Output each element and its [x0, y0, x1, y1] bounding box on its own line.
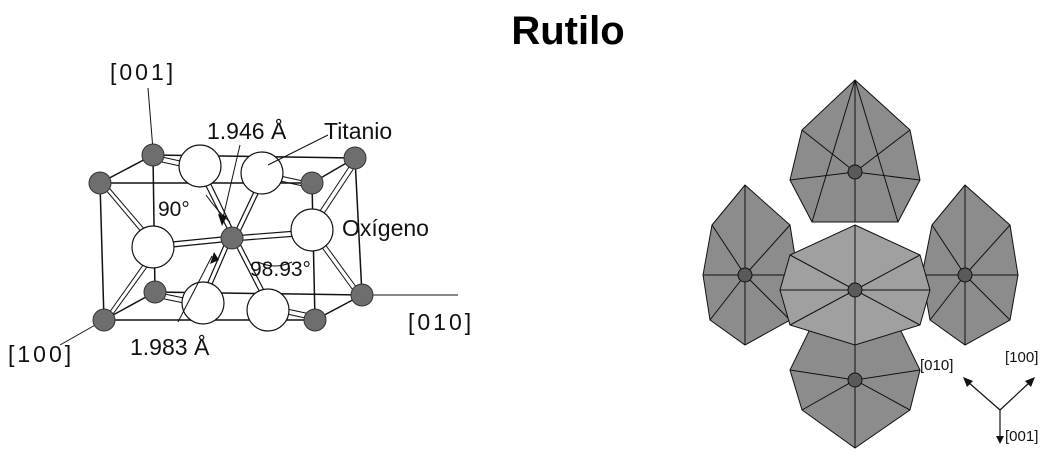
axis-001-label: [001] [110, 59, 176, 85]
bond-length-1983: 1.983 Å [130, 333, 210, 360]
titanium-atoms [88, 143, 374, 332]
octahedra-axis-labels: [010] [100] [001] [920, 349, 1038, 445]
axis-010-label: [010] [408, 309, 474, 335]
axis-010-small-label: [010] [920, 357, 953, 374]
oxygen-label: Oxígeno [342, 215, 429, 241]
titanium-label: Titanio [324, 118, 392, 144]
figure-title: Rutilo [511, 9, 624, 53]
axis-100-label: [100] [8, 341, 74, 367]
unit-cell-labels: [001] 1.946 Å Titanio 90° Oxígeno 98.93°… [8, 59, 474, 367]
axis-001-small-label: [001] [1005, 428, 1038, 445]
octahedra-diagram [702, 79, 1035, 449]
bond-length-1946: 1.946 Å [207, 117, 287, 144]
angle-9893-label: 98.93° [250, 258, 311, 281]
unit-cell-diagram [59, 87, 458, 346]
axis-100-small-label: [100] [1005, 349, 1038, 366]
angle-90-label: 90° [158, 198, 190, 221]
